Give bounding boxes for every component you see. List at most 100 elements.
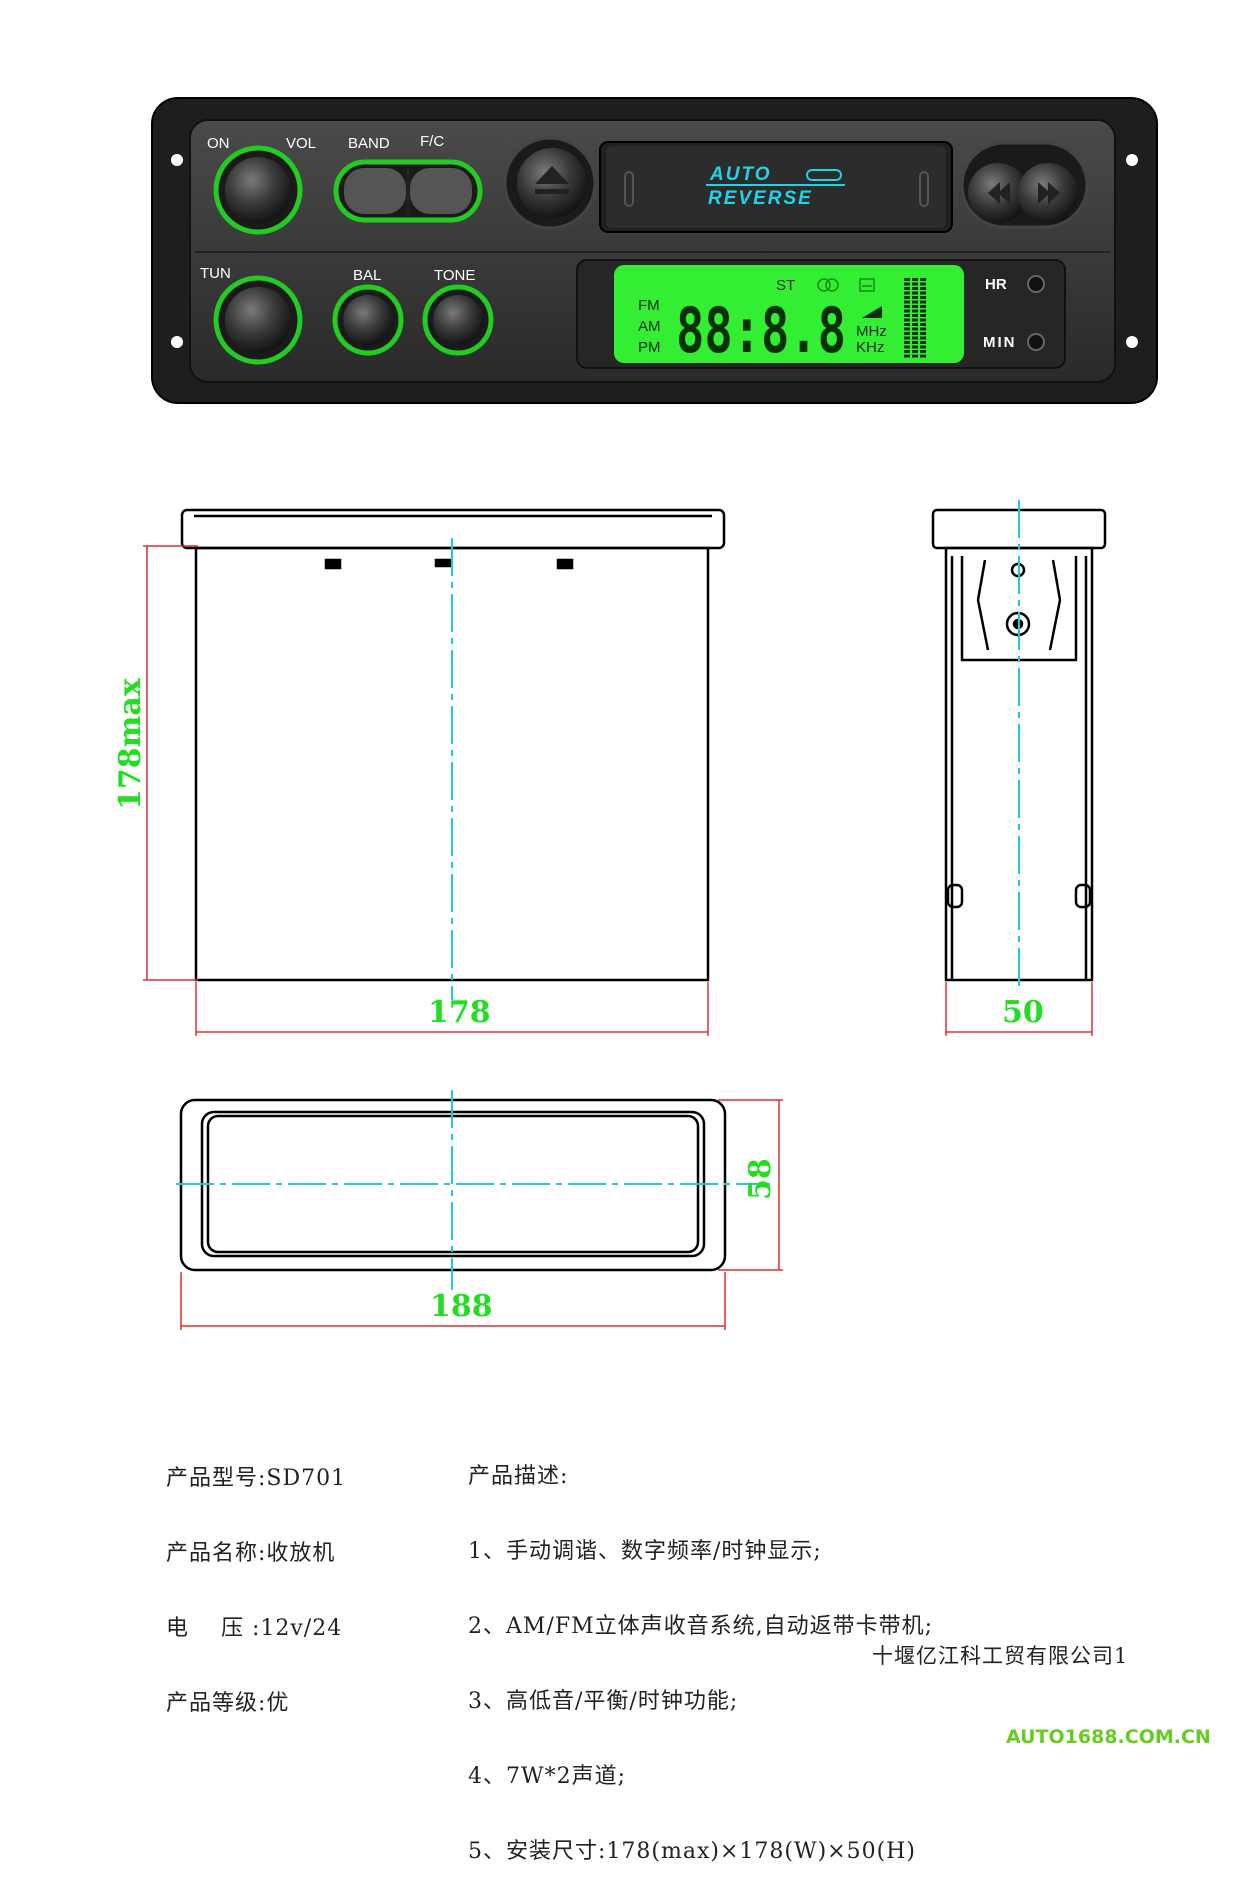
balance-knob[interactable] [332, 284, 404, 356]
band-fc-rocker[interactable] [333, 159, 483, 223]
label-vol: VOL [286, 135, 316, 152]
level-meter-segment [904, 332, 910, 335]
company-name: 十堰亿江科工贸有限公司1 [872, 1644, 1129, 1668]
level-meter-segment [904, 336, 910, 340]
lcd-unit-khz: KHz [856, 339, 884, 356]
spec-right: 产品描述: 1、手动调谐、数字频率/时钟显示; 2、AM/FM立体声收音系统,自… [468, 1414, 933, 1889]
front-view-drawing [180, 508, 726, 982]
level-meter-segment [920, 327, 926, 331]
level-meter-segment [912, 296, 918, 299]
mount-hole-icon [1126, 154, 1138, 166]
minute-button[interactable] [1027, 333, 1045, 351]
level-meter-segment [904, 309, 910, 313]
level-meter-segment [912, 336, 918, 340]
side-view-drawing [931, 508, 1107, 982]
dimension-front-height [718, 1099, 783, 1271]
radio-front-panel: ON VOL BAND F/C TUN BAL TONE [151, 97, 1158, 404]
label-min: MIN [983, 334, 1017, 351]
hour-button[interactable] [1027, 275, 1045, 293]
level-meter-segment [912, 314, 918, 317]
spec-left: 产品型号:SD701 产品名称:收放机 电 压 :12v/24 产品等级:优 [166, 1416, 346, 1741]
eject-icon [535, 166, 569, 184]
level-meter-segment [904, 282, 910, 286]
level-meter-segment [920, 300, 926, 304]
level-meter-segment [904, 354, 910, 358]
label-on: ON [207, 135, 230, 152]
lcd-band-am: AM [638, 318, 661, 335]
spec-model: 产品型号:SD701 [166, 1466, 347, 1491]
level-meter-segment [912, 305, 918, 308]
level-meter-segment [920, 332, 926, 335]
fast-forward-icon [1038, 182, 1060, 204]
spec-grade: 产品等级:优 [166, 1691, 290, 1716]
dimension-height-label: 178max [113, 677, 148, 810]
level-meter-segment [904, 291, 910, 295]
level-meter-segment [920, 305, 926, 308]
tone-knob[interactable] [422, 284, 494, 356]
cassette-door: AUTO REVERSE [599, 141, 953, 233]
level-meter-segment [920, 278, 926, 281]
dimension-front-width [180, 1272, 726, 1330]
spec-desc-2: 2、AM/FM立体声收音系统,自动返带卡带机; [468, 1614, 934, 1639]
level-meter-segment [904, 278, 910, 281]
level-meter-segment [904, 314, 910, 317]
level-meter-segment [920, 345, 926, 349]
lcd-band-pm: PM [638, 339, 661, 356]
lcd-stereo: ST [776, 277, 795, 294]
level-meter-segment [912, 282, 918, 286]
watermark: AUTO1688.COM.CN [1006, 1726, 1211, 1748]
level-meter-segment [920, 282, 926, 286]
volume-knob[interactable] [213, 145, 303, 235]
level-meter-segment [904, 345, 910, 349]
spec-desc-5: 5、安装尺寸:178(max)×178(W)×50(H) [468, 1839, 916, 1864]
label-fc: F/C [420, 133, 444, 150]
mount-hole-icon [171, 154, 183, 166]
level-meter-segment [904, 327, 910, 331]
level-meter-segment [904, 350, 910, 353]
level-meter-segment [912, 291, 918, 295]
level-meter-segment [912, 300, 918, 304]
tune-knob[interactable] [213, 275, 303, 365]
level-meter-segment [904, 287, 910, 290]
label-tun: TUN [200, 265, 231, 282]
lcd-unit-mhz: MHz [856, 323, 887, 340]
dimension-front-height-label: 58 [743, 1158, 778, 1200]
rewind-fastforward-button[interactable] [960, 141, 1089, 229]
spec-name: 产品名称:收放机 [166, 1541, 336, 1566]
level-meter-segment [912, 309, 918, 313]
mount-hole-icon [1126, 336, 1138, 348]
dimension-depth [945, 982, 1093, 1036]
level-meter-segment [912, 332, 918, 335]
dimension-width-label: 178 [428, 995, 491, 1030]
stereo-icon [817, 278, 839, 292]
tape-icon [859, 278, 875, 292]
spec-desc-1: 1、手动调谐、数字频率/时钟显示; [468, 1539, 822, 1564]
level-meter-segment [904, 300, 910, 304]
eject-button[interactable] [503, 136, 597, 230]
spec-desc-4: 4、7W*2声道; [468, 1764, 627, 1789]
auto-text: AUTO [709, 164, 771, 185]
rewind-icon [988, 182, 1010, 204]
level-meter-segment [920, 336, 926, 340]
lcd-digits: 88:8.8 [676, 294, 846, 367]
label-tone: TONE [434, 267, 475, 284]
label-band: BAND [348, 135, 390, 152]
dimension-front-width-label: 188 [430, 1289, 493, 1324]
spec-desc-title: 产品描述: [468, 1464, 569, 1489]
level-meter-segment [912, 345, 918, 349]
level-meter-segment [912, 350, 918, 353]
dimension-depth-label: 50 [1002, 995, 1044, 1030]
level-meter-segment [904, 305, 910, 308]
auto-reverse-icon [806, 169, 842, 181]
level-meter-segment [920, 309, 926, 313]
level-meter-segment [904, 323, 910, 326]
signal-icon [862, 306, 882, 318]
level-meter-segment [920, 296, 926, 299]
level-meter-segment [920, 291, 926, 295]
level-meter-segment [912, 323, 918, 326]
level-meter-segment [912, 287, 918, 290]
level-meter-segment [920, 354, 926, 358]
spec-voltage: 电 压 :12v/24 [166, 1616, 343, 1641]
level-meter-segment [920, 314, 926, 317]
level-meter-segment [904, 318, 910, 322]
